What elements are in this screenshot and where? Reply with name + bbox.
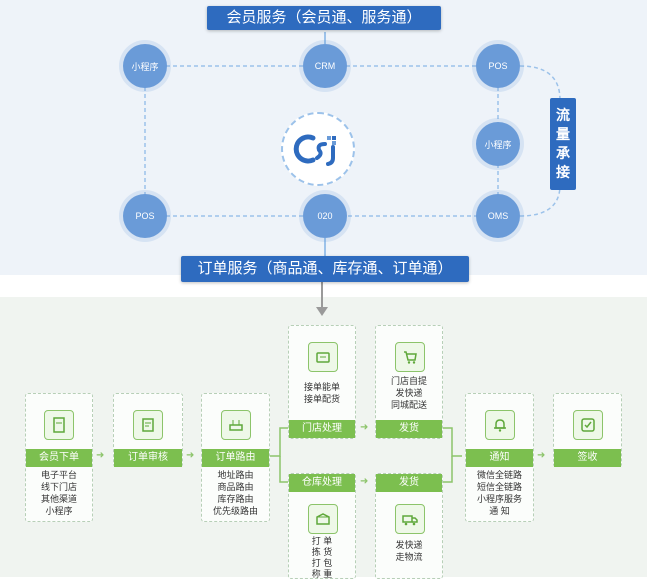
step-order-review-card: 订单审核	[113, 393, 183, 467]
step-order-routing-label: 订单路由	[202, 449, 269, 467]
node-o2o: 020	[303, 194, 347, 238]
step-item: 短信全链路	[476, 482, 522, 492]
step-item: 商品路由	[217, 482, 254, 492]
step-item: 接单配货	[303, 394, 340, 404]
step-receive-card: 签收	[553, 393, 622, 467]
member-service-banner: 会员服务（会员通、服务通）	[207, 6, 441, 30]
logo-icon	[293, 134, 336, 166]
arrow-icon: ➜	[537, 450, 546, 461]
step-item: 地址路由	[217, 470, 254, 480]
arrow-icon: ➜	[360, 476, 369, 487]
node-crm: CRM	[303, 44, 347, 88]
tablet-icon	[44, 410, 74, 440]
document-icon	[133, 410, 163, 440]
step-item: 库存路由	[217, 494, 254, 504]
traffic-char: 量	[556, 126, 570, 142]
order-service-banner: 订单服务（商品通、库存通、订单通）	[181, 256, 469, 282]
traffic-char: 接	[556, 164, 570, 180]
step-item: 门店自提	[390, 376, 427, 386]
step-warehouse-process-card: 仓库处理 打 单 拣 货 打 包 称 重	[288, 473, 356, 579]
step-item: 小程序服务	[476, 494, 522, 504]
step-item: 线下门店	[40, 482, 77, 492]
arrow-icon: ➜	[360, 422, 369, 433]
node-pos-bottom: POS	[123, 194, 167, 238]
step-item: 其他渠道	[40, 494, 77, 504]
step-warehouse-ship-label: 发货	[376, 474, 442, 492]
cart-icon	[395, 342, 425, 372]
traffic-intake-label: 流 量 承 接	[550, 98, 576, 190]
step-item: 接单能单	[303, 382, 340, 392]
step-item: 走物流	[395, 552, 423, 562]
step-notify-card: 通知 微信全链路 短信全链路 小程序服务 通 知	[465, 393, 534, 522]
step-order-routing-card: 订单路由 地址路由 商品路由 库存路由 优先级路由	[201, 393, 270, 522]
step-item: 称 重	[311, 569, 333, 579]
step-notify-label: 通知	[466, 449, 533, 467]
step-item: 电子平台	[40, 470, 77, 480]
step-item: 同城配送	[390, 400, 427, 410]
step-store-process-label: 门店处理	[289, 420, 355, 438]
step-store-process-card: 接单能单 接单配货 门店处理	[288, 325, 356, 439]
step-store-ship-label: 发货	[376, 420, 442, 438]
truck-icon	[395, 504, 425, 534]
arrow-icon: ➜	[186, 450, 195, 461]
router-icon	[221, 410, 251, 440]
step-warehouse-process-label: 仓库处理	[289, 474, 355, 492]
node-mini-program-top: 小程序	[123, 44, 167, 88]
step-item: 小程序	[45, 506, 73, 516]
box-icon	[308, 504, 338, 534]
traffic-char: 流	[556, 107, 570, 123]
step-order-review-label: 订单审核	[114, 449, 182, 467]
step-item: 微信全链路	[476, 470, 522, 480]
step-item: 优先级路由	[212, 506, 258, 516]
brand-logo	[281, 112, 355, 186]
bell-icon	[485, 410, 515, 440]
step-item: 打 包	[311, 558, 333, 568]
arrow-icon: ➜	[96, 450, 105, 461]
step-item: 发快递	[395, 540, 423, 550]
step-warehouse-ship-card: 发货 发快递 走物流	[375, 473, 443, 579]
step-member-order-label: 会员下单	[26, 449, 92, 467]
check-icon	[573, 410, 603, 440]
step-item: 通 知	[489, 506, 510, 516]
step-item: 打 单	[311, 536, 333, 546]
step-item: 发快递	[395, 388, 423, 398]
step-item: 拣 货	[311, 547, 333, 557]
step-member-order-card: 会员下单 电子平台 线下门店 其他渠道 小程序	[25, 393, 93, 522]
step-receive-label: 签收	[554, 449, 621, 467]
node-pos-top: POS	[476, 44, 520, 88]
node-mini-program-right: 小程序	[476, 122, 520, 166]
node-oms: OMS	[476, 194, 520, 238]
handheld-terminal-icon	[308, 342, 338, 372]
traffic-char: 承	[556, 145, 570, 161]
step-store-ship-card: 门店自提 发快递 同城配送 发货	[375, 325, 443, 439]
